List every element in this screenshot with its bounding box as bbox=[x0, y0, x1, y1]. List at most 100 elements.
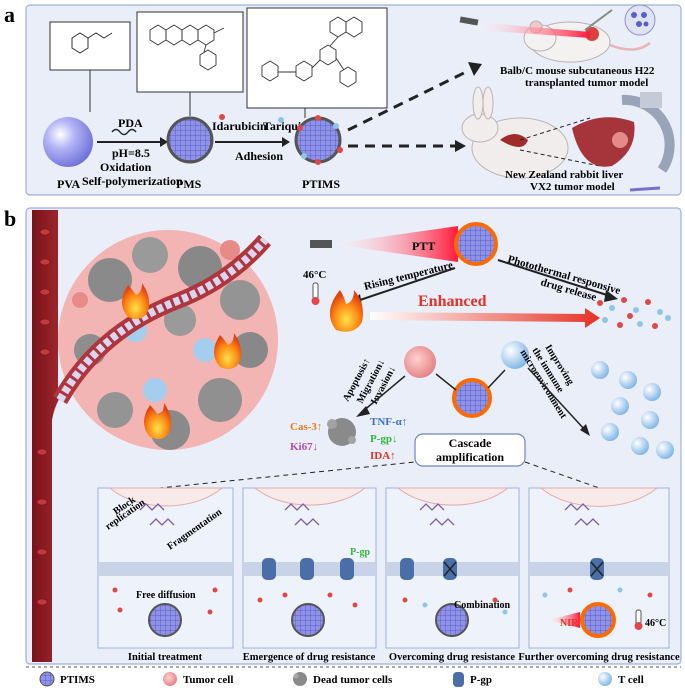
ki67-label: Ki67↓ bbox=[290, 441, 318, 453]
panel-b-label: b bbox=[4, 206, 16, 231]
fire-icon bbox=[122, 283, 150, 319]
idarubicin-structure-icon bbox=[149, 24, 225, 71]
pgp-label: P-gp bbox=[350, 547, 370, 558]
ptims-in-vessel bbox=[56, 237, 269, 402]
caption-overcoming: Overcoming drug resistance bbox=[389, 652, 516, 663]
tumor-cell-icon bbox=[404, 346, 436, 378]
c-arm-scanner-icon bbox=[621, 92, 675, 173]
subpanel-3 bbox=[385, 487, 520, 649]
dashed-arrow-mouse bbox=[347, 68, 471, 132]
pva-sphere bbox=[43, 117, 93, 167]
legend-label: T cell bbox=[618, 674, 644, 686]
ptt-beam bbox=[332, 226, 458, 262]
t-cell-icon bbox=[598, 672, 612, 686]
legend-label: Tumor cell bbox=[183, 674, 233, 686]
tnf-label: TNF-α↑ bbox=[370, 416, 407, 428]
pms-sphere bbox=[166, 116, 214, 164]
cascade-box bbox=[414, 433, 526, 467]
tariquidar-dot bbox=[278, 117, 284, 123]
magnifier-icon bbox=[624, 4, 656, 36]
catheter-icon bbox=[629, 186, 661, 192]
legend: PTIMS Tumor cell Dead tumor cells P-gp T… bbox=[39, 671, 644, 687]
arrow-to-tcells bbox=[527, 367, 586, 431]
fire-icon bbox=[144, 403, 172, 439]
subpanel-4 bbox=[528, 487, 670, 649]
cascade-line2: amplification bbox=[436, 450, 504, 464]
rabbit-model-line1: New Zealand rabbit liver bbox=[505, 169, 623, 181]
ptt-label: PTT bbox=[412, 239, 435, 253]
tariquidar-structure-icon bbox=[261, 16, 363, 88]
caption-further: Further overcoming drug resistance bbox=[518, 652, 680, 663]
syringe-icon bbox=[584, 9, 613, 31]
oxidation-label: Oxidation bbox=[100, 160, 152, 174]
dopamine-structure-box bbox=[49, 21, 131, 71]
pms-label: PMS bbox=[176, 177, 202, 191]
photothermal-arrow bbox=[497, 259, 611, 297]
laser-beam bbox=[475, 22, 590, 38]
tumor-cell-icon bbox=[163, 672, 177, 686]
wave-icon bbox=[111, 128, 137, 136]
thermometer-icon bbox=[312, 282, 319, 300]
thermometer-bulb bbox=[311, 297, 320, 305]
red-blood-cells bbox=[36, 228, 51, 606]
blood-vessel bbox=[32, 210, 140, 662]
idarubicin-label: Idarubicin bbox=[212, 119, 267, 133]
caption-initial: Initial treatment bbox=[128, 652, 203, 663]
pgp-icon bbox=[453, 672, 464, 687]
dopamine-structure-icon bbox=[71, 32, 113, 54]
subpanel-1 bbox=[97, 487, 234, 649]
released-drug-dots bbox=[597, 297, 671, 329]
fire-icon bbox=[214, 333, 242, 369]
legend-label: P-gp bbox=[470, 674, 492, 686]
arrow-head-icon bbox=[160, 137, 168, 147]
ptims-label: PTIMS bbox=[302, 177, 340, 191]
tariquidar-structure-box bbox=[246, 7, 388, 109]
arrow-head-icon bbox=[468, 62, 482, 76]
subpanel-2 bbox=[242, 487, 377, 649]
ptims-heated bbox=[454, 222, 498, 266]
t-cell-icon bbox=[501, 341, 529, 369]
rabbit-model-line2: VX2 tumor model bbox=[530, 181, 615, 193]
legend-label: Dead tumor cells bbox=[313, 674, 393, 686]
arrow-head-icon bbox=[282, 137, 290, 147]
cascade-line1: Cascade bbox=[449, 436, 492, 450]
temp2-label: 46°C bbox=[645, 618, 666, 629]
mouse-model-line1: Balb/C mouse subcutaneous H22 bbox=[500, 65, 655, 77]
nir-label: NIR bbox=[560, 618, 579, 629]
idarubicin-structure-box bbox=[136, 11, 244, 93]
ptims-center bbox=[452, 378, 492, 418]
ptims-icon bbox=[39, 671, 55, 687]
caption-emergence: Emergence of drug resistance bbox=[243, 652, 376, 663]
fire-icon bbox=[329, 290, 363, 332]
liver-icon bbox=[572, 117, 635, 167]
arrow-to-dead bbox=[361, 375, 406, 413]
pva-label: PVA bbox=[57, 177, 80, 191]
arrow-head-icon bbox=[604, 290, 618, 302]
selfpoly-label: Self-polymerization bbox=[82, 174, 183, 188]
pda-label: PDA bbox=[118, 116, 143, 130]
ida-up-label: IDA↑ bbox=[370, 450, 396, 462]
temp-label: 46°C bbox=[303, 269, 326, 281]
adhesion-label: Adhesion bbox=[235, 149, 283, 163]
arrow-head-icon bbox=[580, 424, 590, 436]
dead-tumor-cell-icon bbox=[327, 418, 356, 446]
zoom-line bbox=[519, 117, 591, 141]
mouse-model-line2: transplanted tumor model bbox=[525, 77, 648, 89]
pgp-down-label: P-gp↓ bbox=[370, 433, 398, 445]
cas3-label: Cas-3↑ bbox=[290, 421, 322, 433]
panel-a-label: a bbox=[4, 2, 15, 27]
ptims-drug-dots bbox=[297, 115, 343, 165]
double-arrow bbox=[487, 369, 506, 389]
subpanel-drug-dots bbox=[112, 587, 653, 615]
ph-label: pH=8.5 bbox=[112, 146, 150, 160]
rising-arrow bbox=[359, 267, 456, 301]
laser-probe-icon bbox=[310, 240, 332, 248]
dead-tumor-cell-icon bbox=[293, 672, 307, 686]
enhanced-label: Enhanced bbox=[418, 293, 487, 310]
ida-dot bbox=[219, 114, 225, 120]
legend-label: PTIMS bbox=[60, 674, 95, 686]
combination-label: Combination bbox=[454, 600, 511, 611]
enhanced-arrow bbox=[370, 308, 600, 328]
